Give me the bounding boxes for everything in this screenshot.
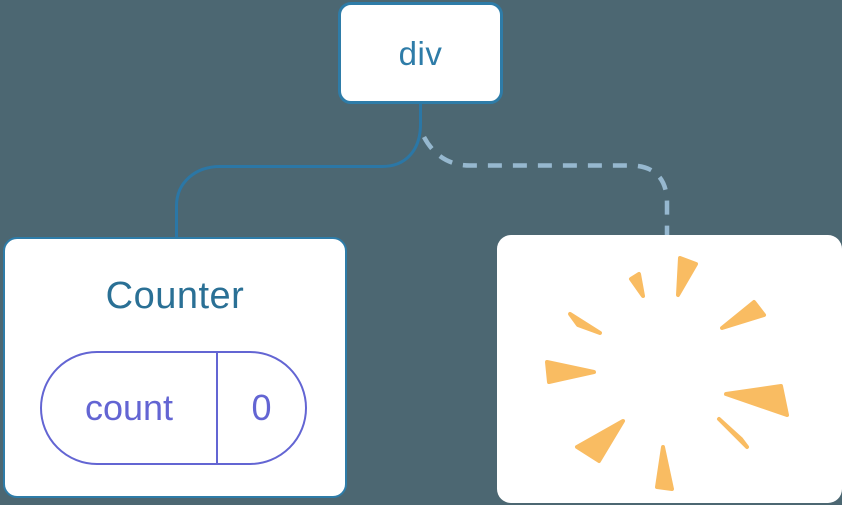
state-key-cell: count xyxy=(42,353,218,463)
root-node-div: div xyxy=(338,2,503,104)
poof-ray xyxy=(720,300,766,330)
removed-component-card xyxy=(497,235,842,503)
poof-ray xyxy=(545,360,596,384)
poof-ray xyxy=(568,312,602,335)
state-value-cell: 0 xyxy=(218,353,305,463)
state-value: 0 xyxy=(251,387,272,428)
poof-ray xyxy=(655,445,674,491)
poof-ray xyxy=(575,419,625,463)
counter-component-card: Counter count 0 xyxy=(3,237,347,498)
root-node-label: div xyxy=(398,34,443,72)
poof-ray xyxy=(629,272,645,298)
state-pill: count 0 xyxy=(40,351,307,465)
dashed-edge-root-to-removed xyxy=(422,135,670,236)
poof-starburst-icon xyxy=(545,256,789,491)
state-key-label: count xyxy=(84,387,174,428)
poof-ray xyxy=(676,256,698,297)
solid-edge-root-to-counter xyxy=(175,103,422,240)
poof-ray xyxy=(724,384,789,417)
counter-title: Counter xyxy=(105,275,245,317)
poof-ray xyxy=(717,417,749,449)
